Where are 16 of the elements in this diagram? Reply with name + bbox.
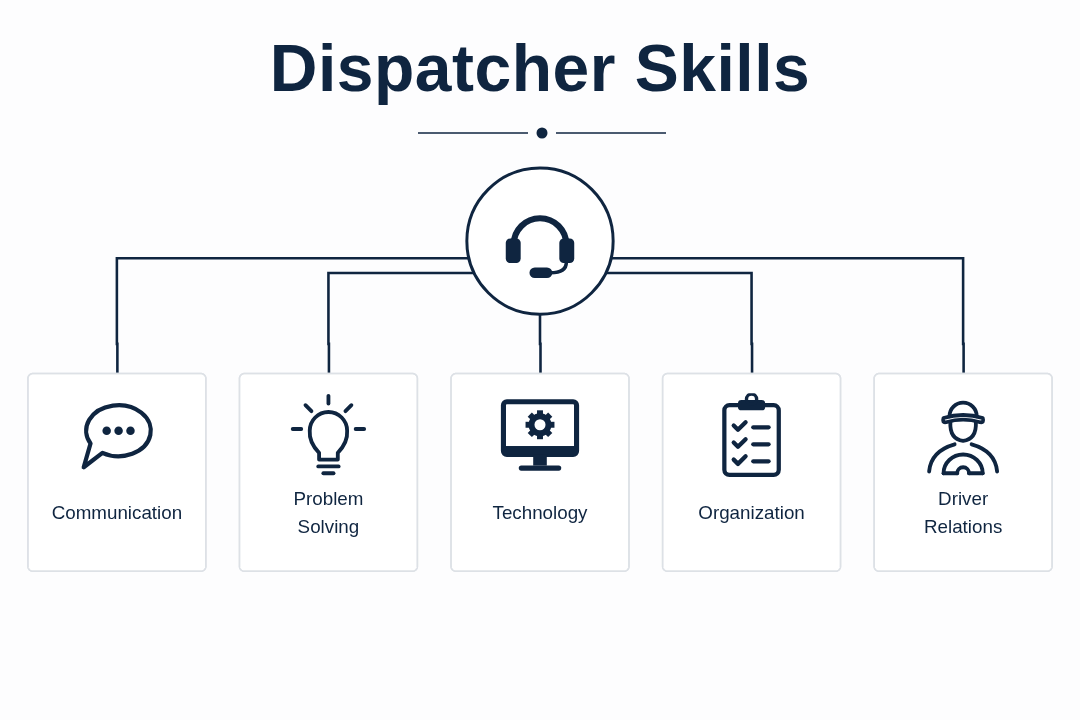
card-label: Technology <box>491 500 589 525</box>
skill-card <box>27 372 207 572</box>
card-label: Driver Relations <box>922 486 1004 539</box>
connector-line <box>115 257 469 375</box>
skill-card <box>873 372 1053 572</box>
card-label: Communication <box>51 500 183 525</box>
connector-line <box>605 271 754 375</box>
skill-card <box>450 372 630 572</box>
skill-card <box>661 372 842 572</box>
card-label: Organization <box>697 500 806 525</box>
title: Dispatcher Skills <box>269 30 811 106</box>
connector-line <box>327 271 475 375</box>
skill-card <box>238 372 419 572</box>
hub-circle <box>465 166 615 316</box>
card-label: Problem Solving <box>292 486 365 539</box>
connector-line <box>611 257 965 375</box>
